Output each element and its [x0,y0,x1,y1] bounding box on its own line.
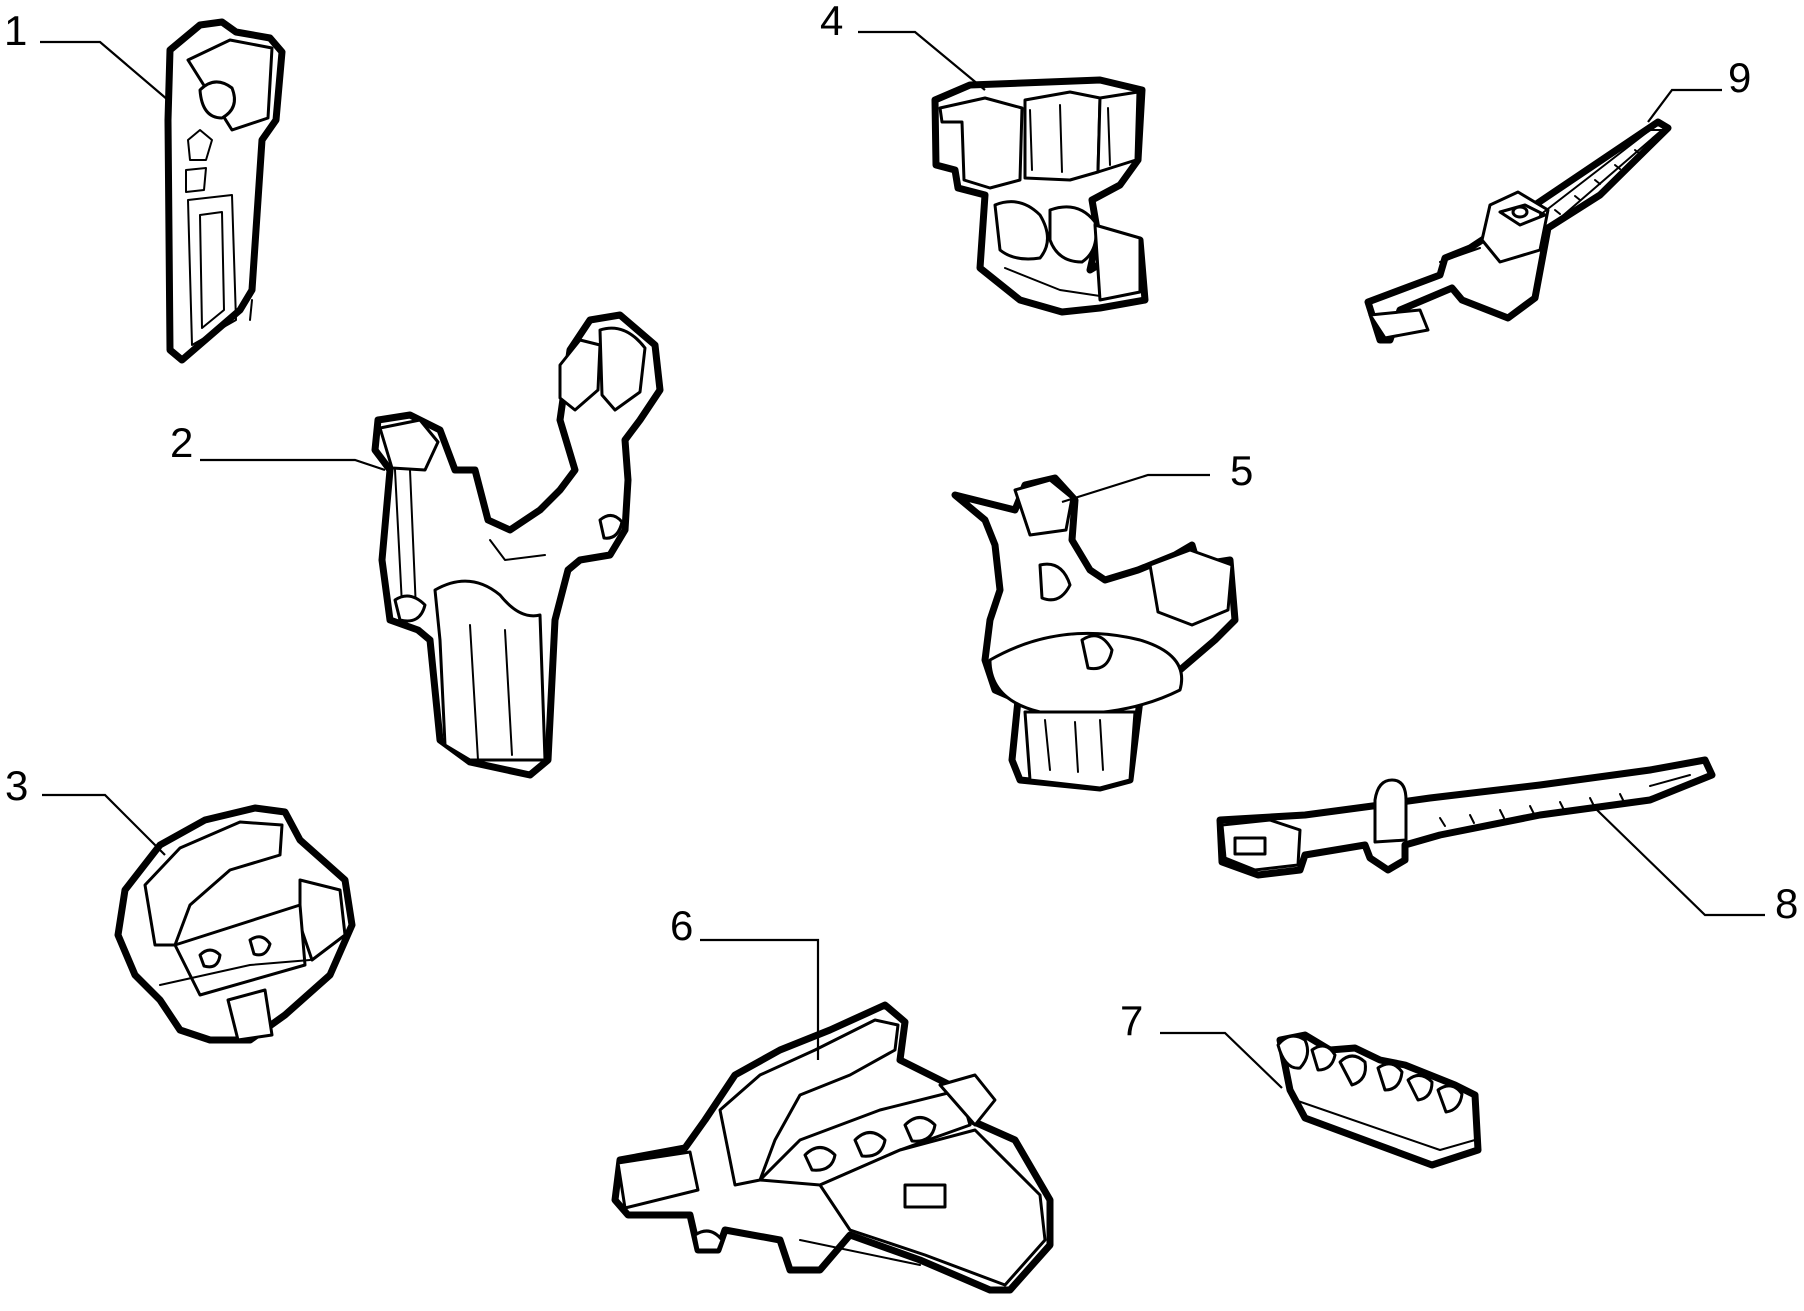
part-4-clip [931,76,1149,316]
leader-line-5 [1061,473,1210,504]
part-6-clip [611,1001,1054,1294]
callout-9: 9 [1728,54,1751,101]
leader-line-9 [1647,88,1722,123]
callout-3: 3 [5,762,28,809]
leader-line-2 [200,458,386,472]
leader-line-3 [42,793,166,856]
callout-4: 4 [820,0,843,44]
part-8-cable-tie [1216,756,1716,879]
part-2-clip [371,311,664,779]
callout-8: 8 [1775,880,1798,927]
part-5-clip [951,474,1239,792]
callout-2: 2 [170,419,193,466]
leader-line-1 [40,40,169,101]
leader-line-7 [1160,1031,1283,1089]
callout-6: 6 [670,902,693,949]
callout-1: 1 [4,7,27,54]
callout-5: 5 [1230,447,1253,494]
part-9-cable-tie [1364,118,1672,344]
leader-line-6 [700,938,820,1060]
part-1-clip [164,18,286,364]
leader-line-4 [858,30,986,91]
part-3-clip [114,804,356,1044]
leader-line-8 [1596,809,1765,917]
part-7-clip [1276,1031,1482,1169]
callout-7: 7 [1120,997,1143,1044]
